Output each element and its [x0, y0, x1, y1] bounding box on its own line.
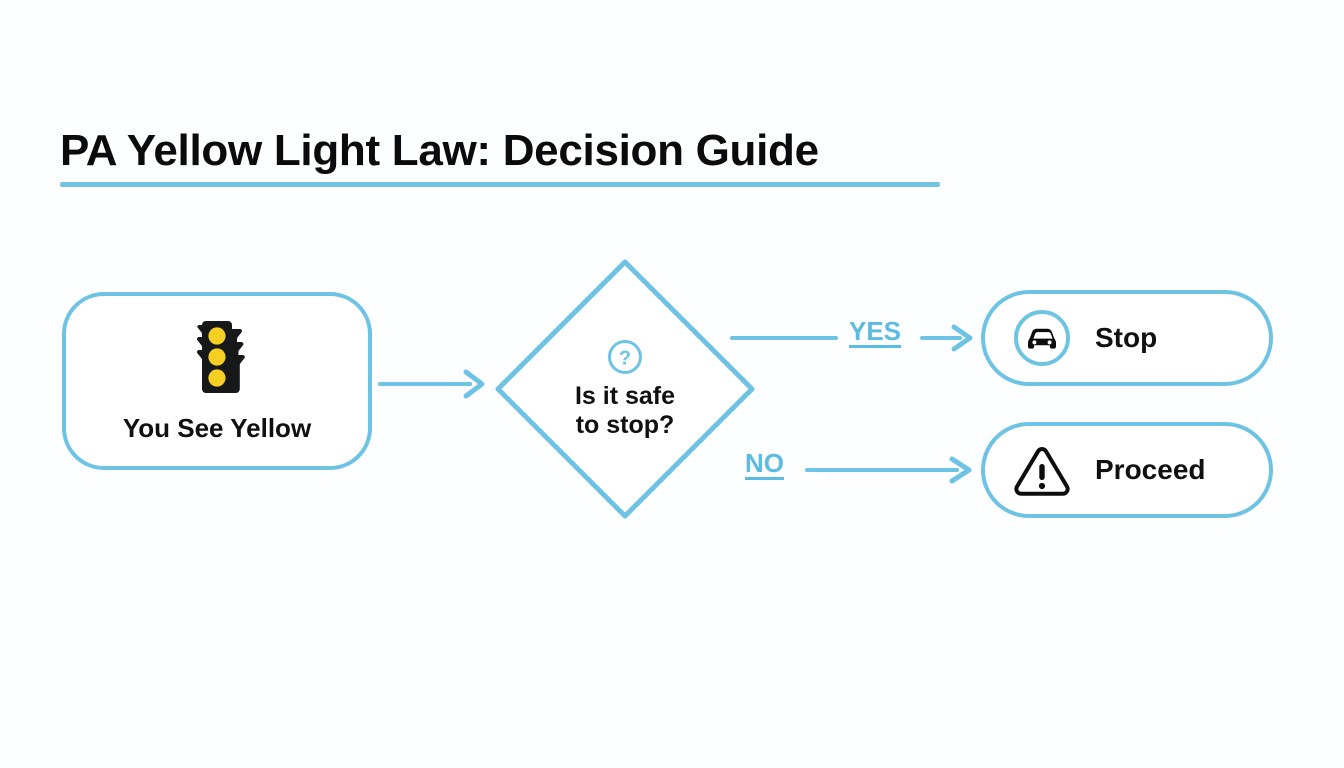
- start-node-label: You See Yellow: [122, 412, 312, 443]
- decision-text-line-2: to stop?: [575, 411, 675, 439]
- edge-label-yes: YES: [849, 316, 902, 346]
- traffic-light-icon: [188, 319, 246, 397]
- edge-start-to-decision: [378, 369, 485, 399]
- edge-label-no: NO: [745, 448, 784, 478]
- page-title-block: PA Yellow Light Law: Decision Guide: [60, 126, 960, 188]
- svg-text:?: ?: [619, 347, 631, 369]
- node-outcome-proceed[interactable]: Proceed: [981, 422, 1273, 518]
- outcome-stop-label: Stop: [1095, 322, 1158, 353]
- diamond-outline: [495, 259, 755, 519]
- title-underline-rule: [60, 182, 940, 188]
- edge-yes-line: [730, 336, 838, 340]
- node-outcome-stop[interactable]: Stop: [981, 290, 1273, 386]
- node-you-see-yellow[interactable]: You See Yellow: [62, 292, 372, 470]
- question-mark-icon: ?: [606, 338, 644, 376]
- outcome-proceed-label: Proceed: [1095, 454, 1206, 485]
- edge-no-arrow: [805, 456, 972, 484]
- decision-text-line-1: Is it safe: [574, 381, 676, 410]
- page-title: PA Yellow Light Law: Decision Guide: [60, 126, 819, 175]
- node-is-it-safe-to-stop[interactable]: ? Is it safe to stop?: [492, 256, 758, 522]
- edge-yes-arrowhead: [920, 324, 973, 352]
- warning-triangle-icon: [1011, 439, 1073, 501]
- car-in-circle-icon: [1011, 307, 1073, 369]
